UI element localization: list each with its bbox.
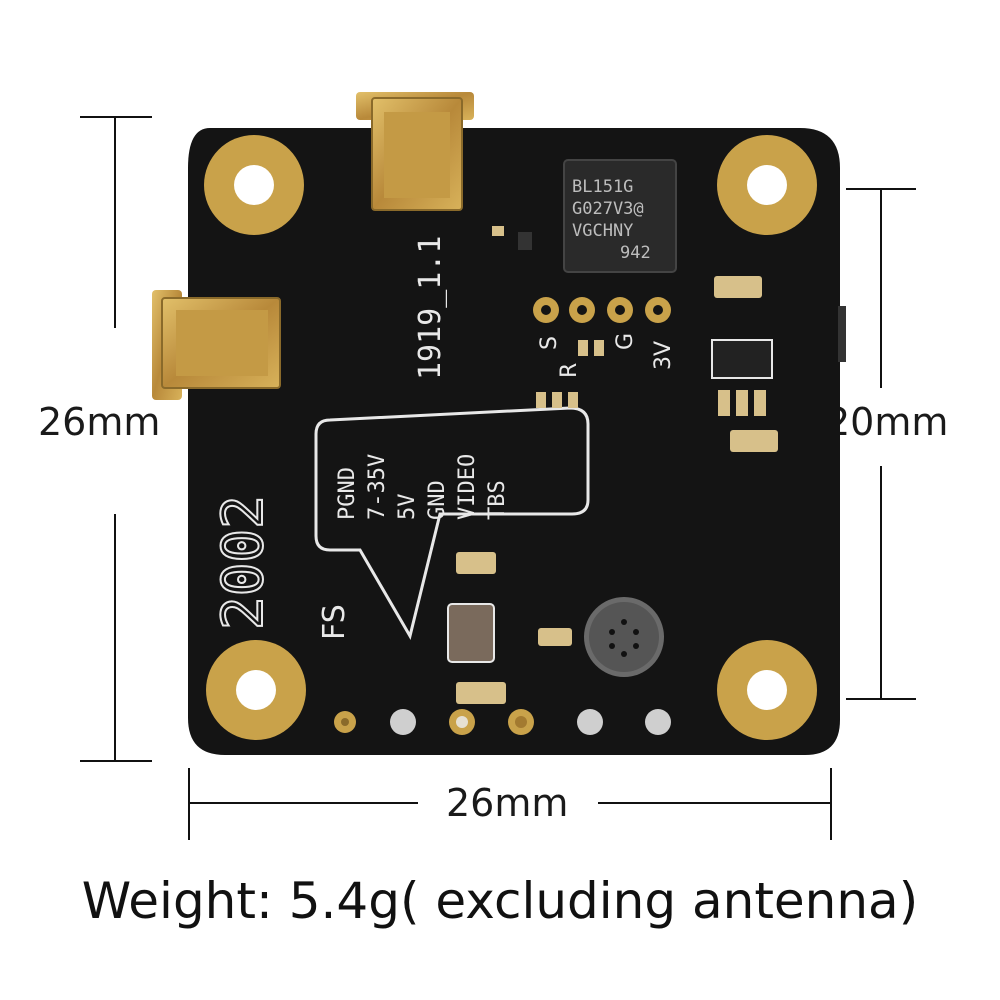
mmcx-connector-top xyxy=(356,92,474,211)
round-component xyxy=(584,597,664,677)
mount-hole-top-left xyxy=(204,135,304,235)
side-switch xyxy=(838,306,846,362)
dim-bottom-left-tick xyxy=(188,768,190,840)
dim-left-bottom-tick xyxy=(80,760,152,762)
fs-label: FS xyxy=(317,604,352,640)
chip-line-4: 942 xyxy=(620,243,651,263)
pin-label-s: S xyxy=(537,336,562,350)
dim-left-upper-line xyxy=(114,116,116,328)
pad-label-4: GND xyxy=(425,480,450,520)
chip-line-3: VGCHNY xyxy=(572,221,633,241)
smd-components xyxy=(456,226,778,704)
pad-label-6: TBS xyxy=(485,480,510,520)
dim-height-left-label: 26mm xyxy=(38,400,161,444)
dim-right-upper-line xyxy=(880,188,882,388)
pin-label-g: G xyxy=(613,333,638,350)
pcb-board xyxy=(188,128,840,755)
dim-left-top-tick xyxy=(80,116,152,118)
pad-label-5: VIDEO xyxy=(455,454,480,520)
dim-height-right-label: 20mm xyxy=(826,400,949,444)
model-label: 2002 xyxy=(211,495,276,630)
chip: BL151G G027V3@ VGCHNY 942 xyxy=(563,159,677,273)
dim-bottom-right-tick xyxy=(830,768,832,840)
pad-label-2: 7-35V xyxy=(365,454,390,520)
dim-bottom-right-line xyxy=(598,802,832,804)
dim-right-lower-line xyxy=(880,466,882,698)
dim-right-bottom-tick xyxy=(846,698,916,700)
dim-width-bottom-label: 26mm xyxy=(446,781,569,825)
weight-caption: Weight: 5.4g( excluding antenna) xyxy=(81,872,919,930)
chip-line-2: G027V3@ xyxy=(572,199,644,219)
chip-line-1: BL151G xyxy=(572,177,633,197)
pin-pads-top xyxy=(533,297,671,323)
pin-label-3v: 3V xyxy=(651,341,676,370)
mount-hole-top-right xyxy=(717,135,817,235)
dim-left-lower-line xyxy=(114,514,116,760)
pad-label-outline xyxy=(314,406,590,640)
pad-label-1: PGND xyxy=(335,467,360,520)
dim-bottom-left-line xyxy=(188,802,418,804)
mount-hole-bottom-left xyxy=(206,640,306,740)
mount-hole-bottom-right xyxy=(717,640,817,740)
version-label: 1919_1.1 xyxy=(413,236,448,381)
mmcx-connector-left xyxy=(152,290,281,400)
brown-component xyxy=(447,603,495,663)
pad-label-3: 5V xyxy=(395,494,420,521)
solder-pads-bottom xyxy=(334,709,671,735)
pin-label-r: R xyxy=(557,363,582,378)
